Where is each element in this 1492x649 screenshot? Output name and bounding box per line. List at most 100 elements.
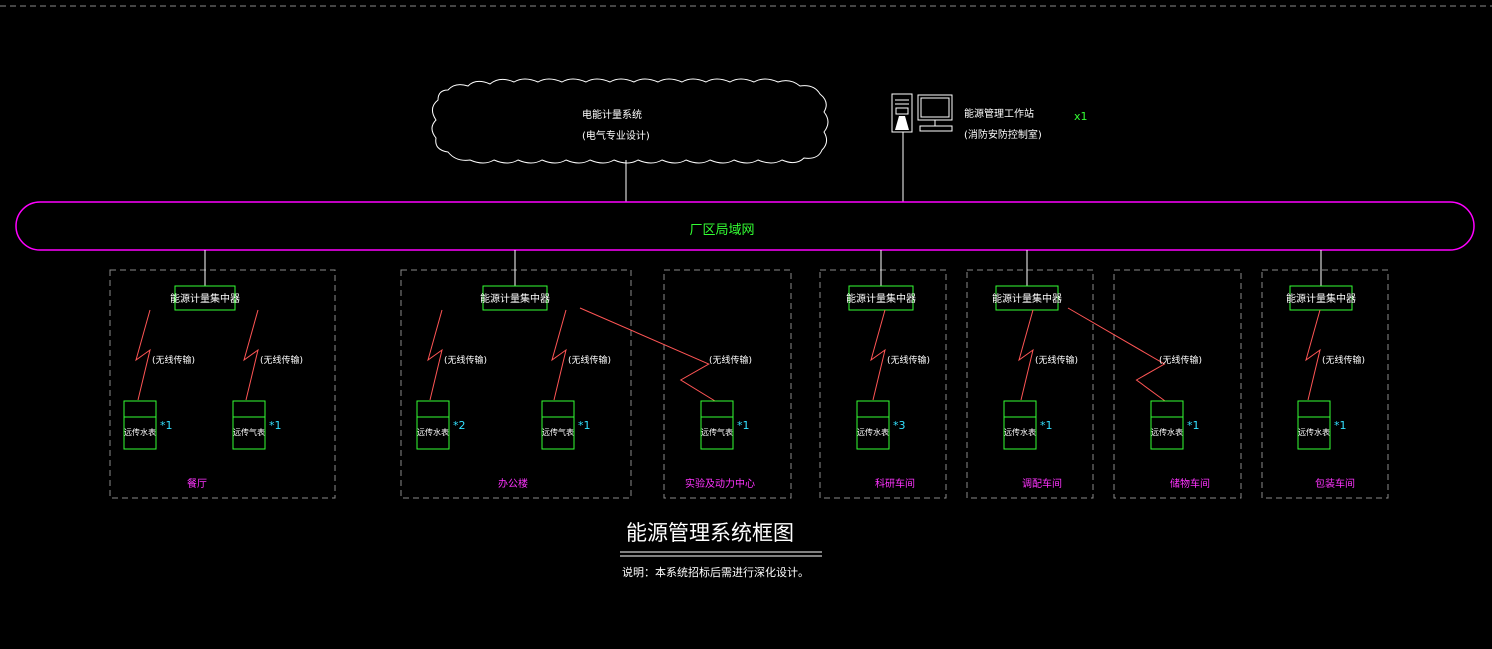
meter-box [1297, 400, 1331, 450]
wireless-label: (无线传输) [1035, 354, 1078, 366]
zone-border [109, 269, 336, 499]
concentrator-box [482, 285, 548, 311]
concentrator: 能源计量集中器 [846, 285, 916, 311]
meter: (无线传输) 远传气表 *1 [579, 307, 752, 450]
meter: (无线传输) 远传气表 *1 [541, 309, 611, 450]
meter-count: *2 [453, 419, 466, 432]
meter-count: *1 [1187, 419, 1200, 432]
meter-box [1003, 400, 1037, 450]
zone: 能源计量集中器 (无线传输) 远传水表 *1 包装车间 [1261, 250, 1389, 499]
meter-label: 远传气表 [233, 427, 265, 437]
meter: (无线传输) 远传水表 *2 [416, 309, 487, 450]
meter-count: *1 [737, 419, 750, 432]
concentrator: 能源计量集中器 [170, 285, 240, 311]
diagram-note: 说明：本系统招标后需进行深化设计。 [622, 565, 809, 579]
wireless-link [135, 309, 151, 401]
wireless-label: (无线传输) [260, 354, 303, 366]
meter-count: *1 [578, 419, 591, 432]
meter-label: 远传水表 [1298, 427, 1330, 437]
meter-label: 远传气表 [701, 427, 733, 437]
concentrator-label: 能源计量集中器 [170, 292, 240, 305]
meter: (无线传输) 远传气表 *1 [232, 309, 303, 450]
cloud-system: 电能计量系统 (电气专业设计) [431, 78, 829, 164]
wireless-link [427, 309, 443, 401]
concentrator-box [1289, 285, 1353, 311]
lan-label: 厂区局域网 [689, 223, 754, 238]
zone: 能源计量集中器 (无线传输) 远传水表 *2 (无线传输) 远传气表 *1 办公楼 [400, 250, 632, 499]
concentrator: 能源计量集中器 [992, 285, 1062, 311]
zone: 能源计量集中器 (无线传输) 远传水表 *1 (无线传输) 远传气表 *1 餐厅 [109, 250, 336, 499]
wireless-label: (无线传输) [709, 354, 752, 366]
zones: 能源计量集中器(无线传输)远传水表*1(无线传输)远传气表*1餐厅能源计量集中器… [109, 250, 1389, 499]
wireless-link [579, 307, 716, 402]
zone-border [819, 269, 947, 499]
meter-box [123, 400, 157, 450]
concentrator-box [995, 285, 1059, 311]
wireless-label: (无线传输) [152, 354, 195, 366]
cloud-subtitle: (电气专业设计) [582, 129, 650, 142]
wireless-link [1305, 309, 1321, 401]
meter-label: 远传水表 [124, 427, 156, 437]
workstation: 能源管理工作站 (消防安防控制室) x1 [891, 93, 1088, 141]
workstation-count: x1 [1074, 110, 1088, 123]
diagram-title: 能源管理系统框图 [626, 521, 794, 545]
meter-box [416, 400, 450, 450]
meter-label: 远传水表 [1151, 427, 1183, 437]
meter: (无线传输) 远传水表 *1 [1003, 309, 1078, 450]
workstation-title: 能源管理工作站 [964, 107, 1034, 120]
zone-border [1261, 269, 1389, 499]
zone-name: 办公楼 [498, 477, 528, 490]
meter-box [700, 400, 734, 450]
meter-label: 远传水表 [857, 427, 889, 437]
meter-count: *1 [160, 419, 173, 432]
concentrator-label: 能源计量集中器 [480, 292, 550, 305]
meter-count: *1 [269, 419, 282, 432]
wireless-link [1018, 309, 1034, 401]
zone-name: 餐厅 [187, 477, 207, 490]
meter-label: 远传气表 [542, 427, 574, 437]
zone: 能源计量集中器 (无线传输) 远传水表 *3 科研车间 [819, 250, 947, 499]
meter-label: 远传水表 [417, 427, 449, 437]
wireless-link [243, 309, 259, 401]
meter: (无线传输) 远传水表 *3 [856, 309, 930, 450]
zone: 能源计量集中器 (无线传输) 远传水表 *1 调配车间 [966, 250, 1094, 499]
wireless-label: (无线传输) [1159, 354, 1202, 366]
cloud-title: 电能计量系统 [582, 108, 642, 121]
zone-name: 储物车间 [1170, 477, 1210, 490]
wireless-label: (无线传输) [887, 354, 930, 366]
wireless-label: (无线传输) [444, 354, 487, 366]
monitor-icon [917, 94, 953, 132]
meter-label: 远传水表 [1004, 427, 1036, 437]
meter-box [1150, 400, 1184, 450]
meter-count: *1 [1334, 419, 1347, 432]
workstation-subtitle: (消防安防控制室) [964, 128, 1042, 141]
meter-count: *3 [893, 419, 906, 432]
concentrator-label: 能源计量集中器 [1286, 292, 1356, 305]
concentrator: 能源计量集中器 [480, 285, 550, 311]
zone-border [663, 269, 792, 499]
lan-bus [15, 201, 1475, 251]
concentrator: 能源计量集中器 [1286, 285, 1356, 311]
concentrator-box [174, 285, 236, 311]
meter: (无线传输) 远传水表 *1 [1067, 307, 1202, 450]
wireless-label: (无线传输) [1322, 354, 1365, 366]
zone-border [966, 269, 1094, 499]
meter-box [856, 400, 890, 450]
concentrator-box [848, 285, 914, 311]
zone: (无线传输) 远传气表 *1 实验及动力中心 [579, 269, 792, 499]
wireless-label: (无线传输) [568, 354, 611, 366]
wireless-link [1067, 307, 1166, 402]
zone-name: 包装车间 [1315, 477, 1355, 490]
wireless-link [551, 309, 567, 401]
meter: (无线传输) 远传水表 *1 [123, 309, 195, 450]
wireless-link [870, 309, 886, 401]
concentrator-label: 能源计量集中器 [992, 292, 1062, 305]
zone-border [400, 269, 632, 499]
zone-name: 调配车间 [1022, 477, 1062, 490]
zone-name: 科研车间 [875, 477, 915, 490]
meter-box [541, 400, 575, 450]
meter-box [232, 400, 266, 450]
meter-count: *1 [1040, 419, 1053, 432]
zone-name: 实验及动力中心 [685, 477, 755, 490]
